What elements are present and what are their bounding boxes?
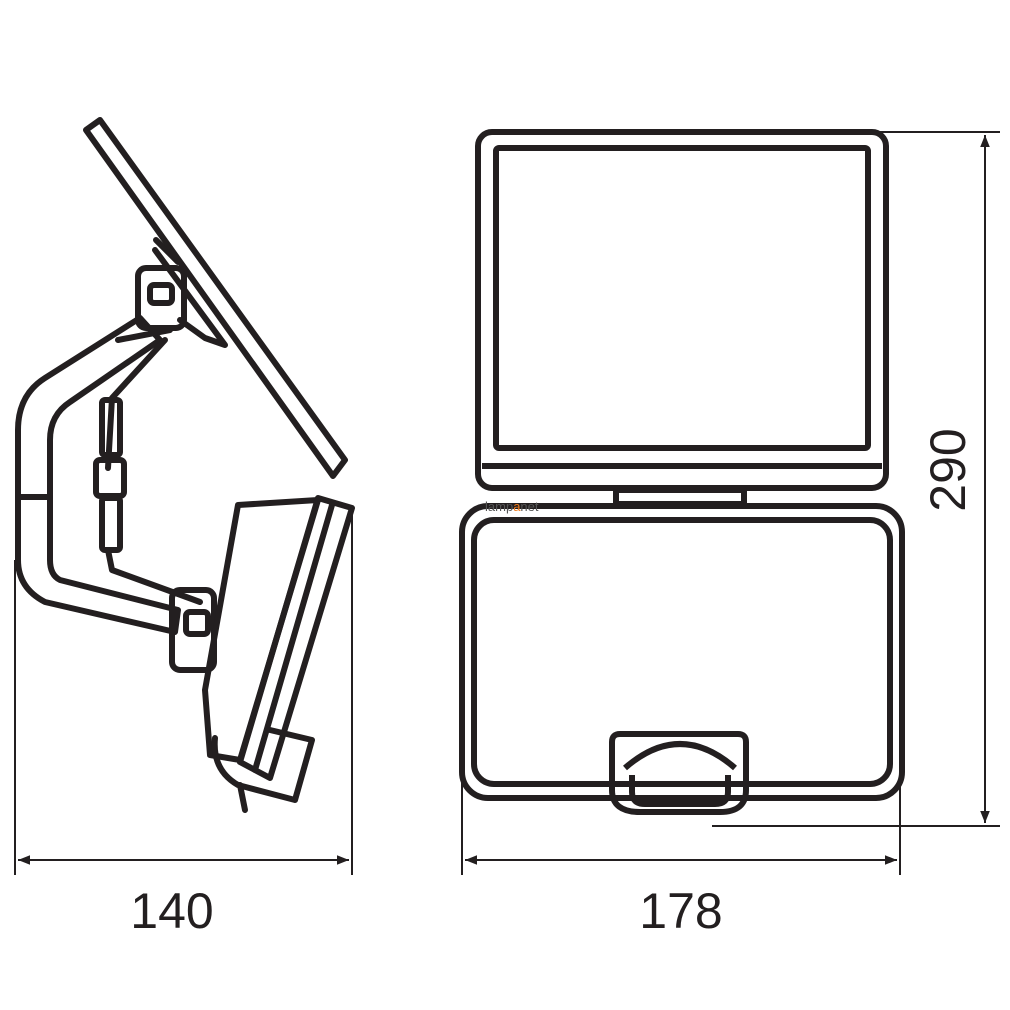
cable-clip-upper xyxy=(99,397,123,458)
connector-bar xyxy=(613,487,747,507)
side-width-dimension xyxy=(14,510,353,875)
front-view xyxy=(459,129,905,815)
lamp-head-body xyxy=(202,497,321,763)
lamp-head-front xyxy=(237,495,355,781)
solar-panel-face xyxy=(493,145,871,451)
upper-joint xyxy=(135,265,187,331)
front-width-label: 178 xyxy=(639,883,722,939)
wall-bracket xyxy=(15,315,181,635)
solar-panel-frame xyxy=(475,129,889,491)
height-dimension xyxy=(712,131,1000,827)
solar-panel xyxy=(83,117,348,479)
motion-sensor xyxy=(609,731,749,815)
motion-sensor-side xyxy=(211,727,315,803)
front-width-dimension xyxy=(461,700,901,875)
lamp-housing xyxy=(459,503,905,801)
lamp-lens xyxy=(471,517,893,787)
watermark: lampanet xyxy=(485,499,539,514)
cable-clip-lower xyxy=(99,495,123,553)
side-view xyxy=(15,117,355,813)
height-label: 290 xyxy=(920,428,976,511)
side-width-label: 140 xyxy=(130,883,213,939)
